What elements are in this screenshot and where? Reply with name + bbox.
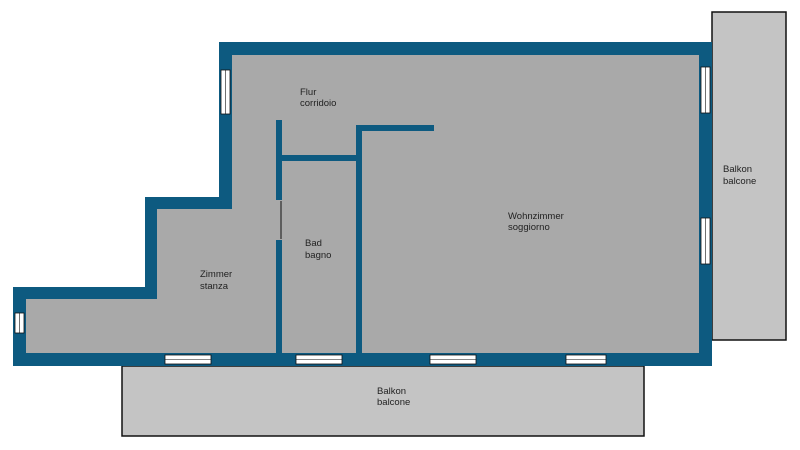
room-label-bad-it: bagno: [305, 250, 331, 261]
room-label-zimmer-it: stanza: [200, 281, 229, 292]
balcony-east-label-de: Balkon: [723, 164, 752, 175]
room-label-flur-it: corridoio: [300, 98, 336, 109]
window-bath-south: [295, 354, 343, 365]
interior-wall-stub: [356, 125, 434, 131]
window-living-east-2: [700, 217, 711, 265]
room-label-zimmer-de: Zimmer: [200, 269, 232, 280]
window-room-south: [164, 354, 212, 365]
bath-door-opening: [275, 200, 283, 240]
interior-wall-bath-north: [276, 155, 362, 161]
balcony-south-label-de: Balkon: [377, 386, 406, 397]
window-corridor-west: [220, 69, 231, 115]
room-label-wohn-de: Wohnzimmer: [508, 211, 564, 222]
window-living-south-2: [565, 354, 607, 365]
window-living-east-1: [700, 66, 711, 114]
balcony-east-label-it: balcone: [723, 176, 756, 187]
window-living-south-1: [429, 354, 477, 365]
balcony-east: [711, 11, 787, 341]
room-label-bad-de: Bad: [305, 238, 322, 249]
room-label-flur-de: Flur: [300, 87, 316, 98]
floor-area: [26, 55, 699, 353]
interior-wall-bath-east: [356, 125, 362, 356]
balcony-south-label-it: balcone: [377, 397, 410, 408]
room-label-wohn-it: soggiorno: [508, 222, 550, 233]
window-room-west: [14, 312, 25, 334]
balcony-south: [121, 365, 645, 437]
